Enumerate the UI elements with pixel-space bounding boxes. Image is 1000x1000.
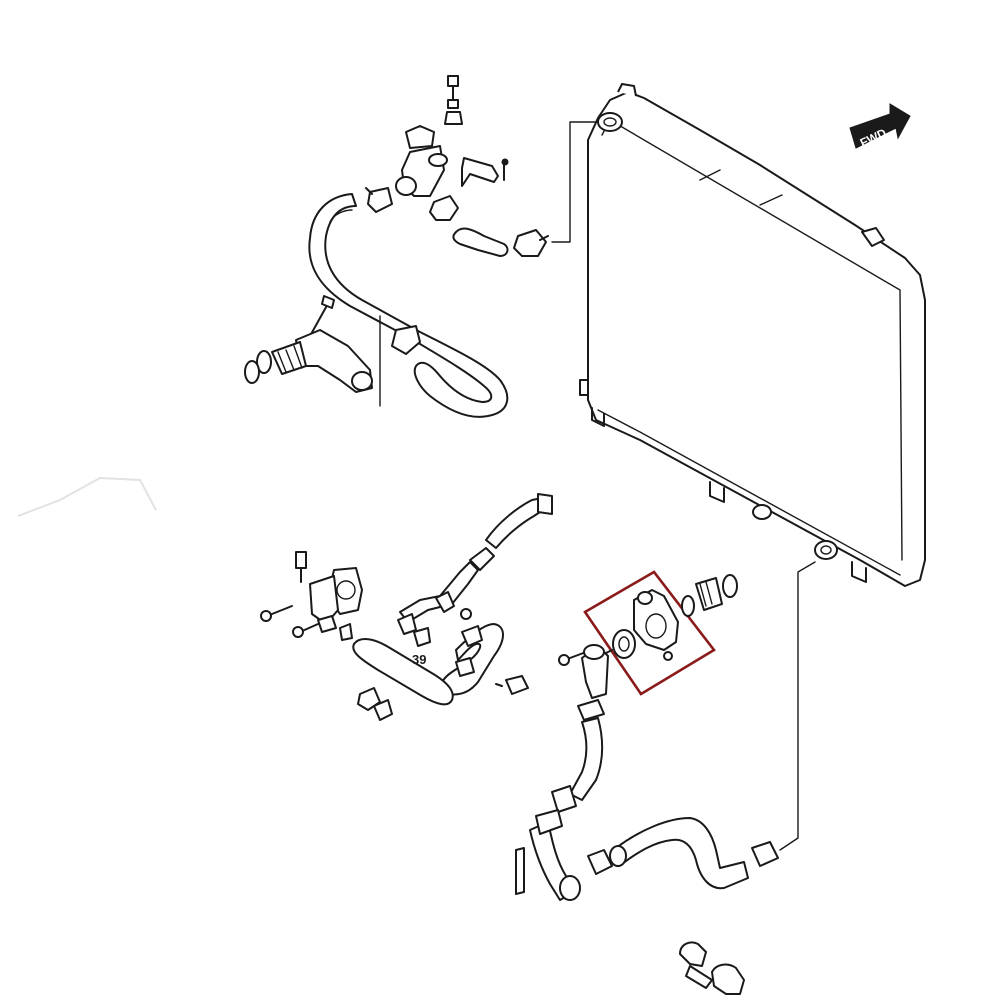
bypass-pipe-assembly bbox=[352, 493, 553, 721]
fwd-direction-marker: FWD bbox=[849, 103, 911, 150]
part-reference-label: 39 bbox=[412, 652, 426, 667]
upper-radiator-hose bbox=[308, 193, 509, 418]
water-outlet-assembly bbox=[260, 551, 363, 641]
thermostat-assembly bbox=[603, 589, 679, 661]
faint-mark bbox=[17, 476, 157, 517]
filler-neck-assembly bbox=[365, 75, 549, 257]
leader-line-lower bbox=[779, 561, 816, 851]
thermostat-highlight-box bbox=[583, 570, 716, 696]
lower-hose-assembly bbox=[515, 644, 779, 901]
outlet-pipe-assembly bbox=[244, 295, 373, 393]
connector-hose bbox=[681, 574, 738, 617]
radiator bbox=[579, 83, 926, 587]
bottom-clamps bbox=[679, 941, 745, 995]
leader-line-upper bbox=[551, 121, 599, 243]
hose-clamp-upper bbox=[391, 325, 421, 355]
